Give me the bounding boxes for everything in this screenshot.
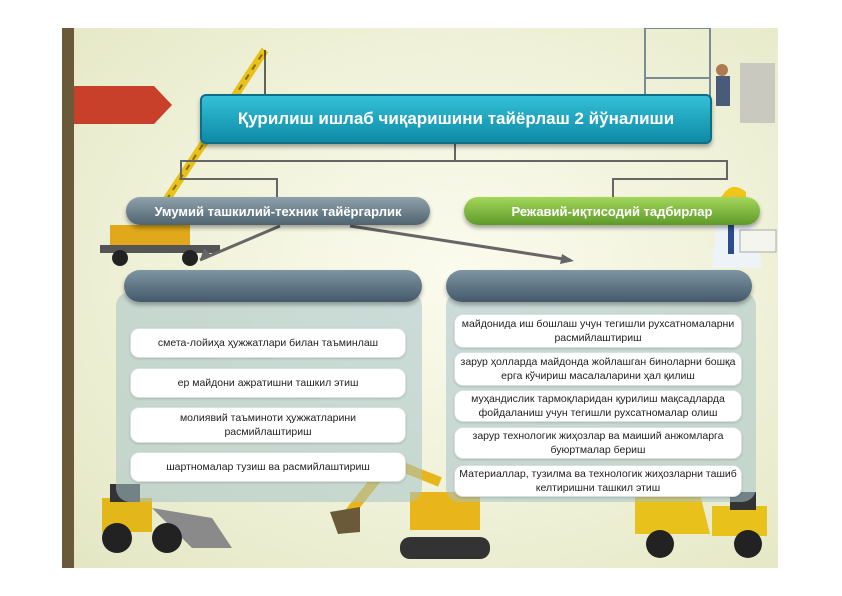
right-branch-header: Режавий-иқтисодий тадбирлар: [464, 197, 760, 225]
left-item: молиявий таъминоти ҳужжатларини расмийла…: [130, 407, 406, 443]
left-item: шартномалар тузиш ва расмийлаштириш: [130, 452, 406, 482]
left-connector-drop: [180, 160, 182, 178]
left-panel-header-bar: [124, 270, 422, 302]
scaffold-illustration: [644, 28, 775, 128]
dump-truck-illustration: [635, 492, 767, 558]
title-connector-horizontal: [180, 160, 728, 162]
left-branch-header: Умумий ташкилий-техник тайёргарлик: [126, 197, 430, 225]
left-connector-down: [276, 178, 278, 197]
left-connector-mid: [180, 178, 278, 180]
red-accent-tab: [74, 86, 172, 124]
right-item: зарур технологик жиҳозлар ва маиший анжо…: [454, 427, 742, 459]
diagram-title: Қурилиш ишлаб чиқаришини тайёрлаш 2 йўна…: [200, 94, 712, 144]
title-connector-vertical: [454, 140, 456, 160]
right-item: муҳандислик тармоқларидан қурилиш мақсад…: [454, 390, 742, 422]
right-connector-down: [612, 178, 614, 197]
right-connector-drop: [726, 160, 728, 178]
left-item: ер майдони ажратишни ташкил этиш: [130, 368, 406, 398]
left-accent-bar: [62, 28, 74, 568]
right-connector-mid: [612, 178, 728, 180]
wheel-loader-illustration: [102, 484, 232, 553]
arrows-to-panels: [199, 224, 574, 264]
right-item: Материаллар, тузилма ва технологик жиҳоз…: [454, 465, 742, 497]
right-panel-header-bar: [446, 270, 752, 302]
right-item: зарур ҳолларда майдонда жойлашган бинола…: [454, 352, 742, 386]
right-item: майдонида иш бошлаш учун тегишли рухсатн…: [454, 314, 742, 348]
left-item: смета-лойиҳа ҳужжатлари билан таъминлаш: [130, 328, 406, 358]
